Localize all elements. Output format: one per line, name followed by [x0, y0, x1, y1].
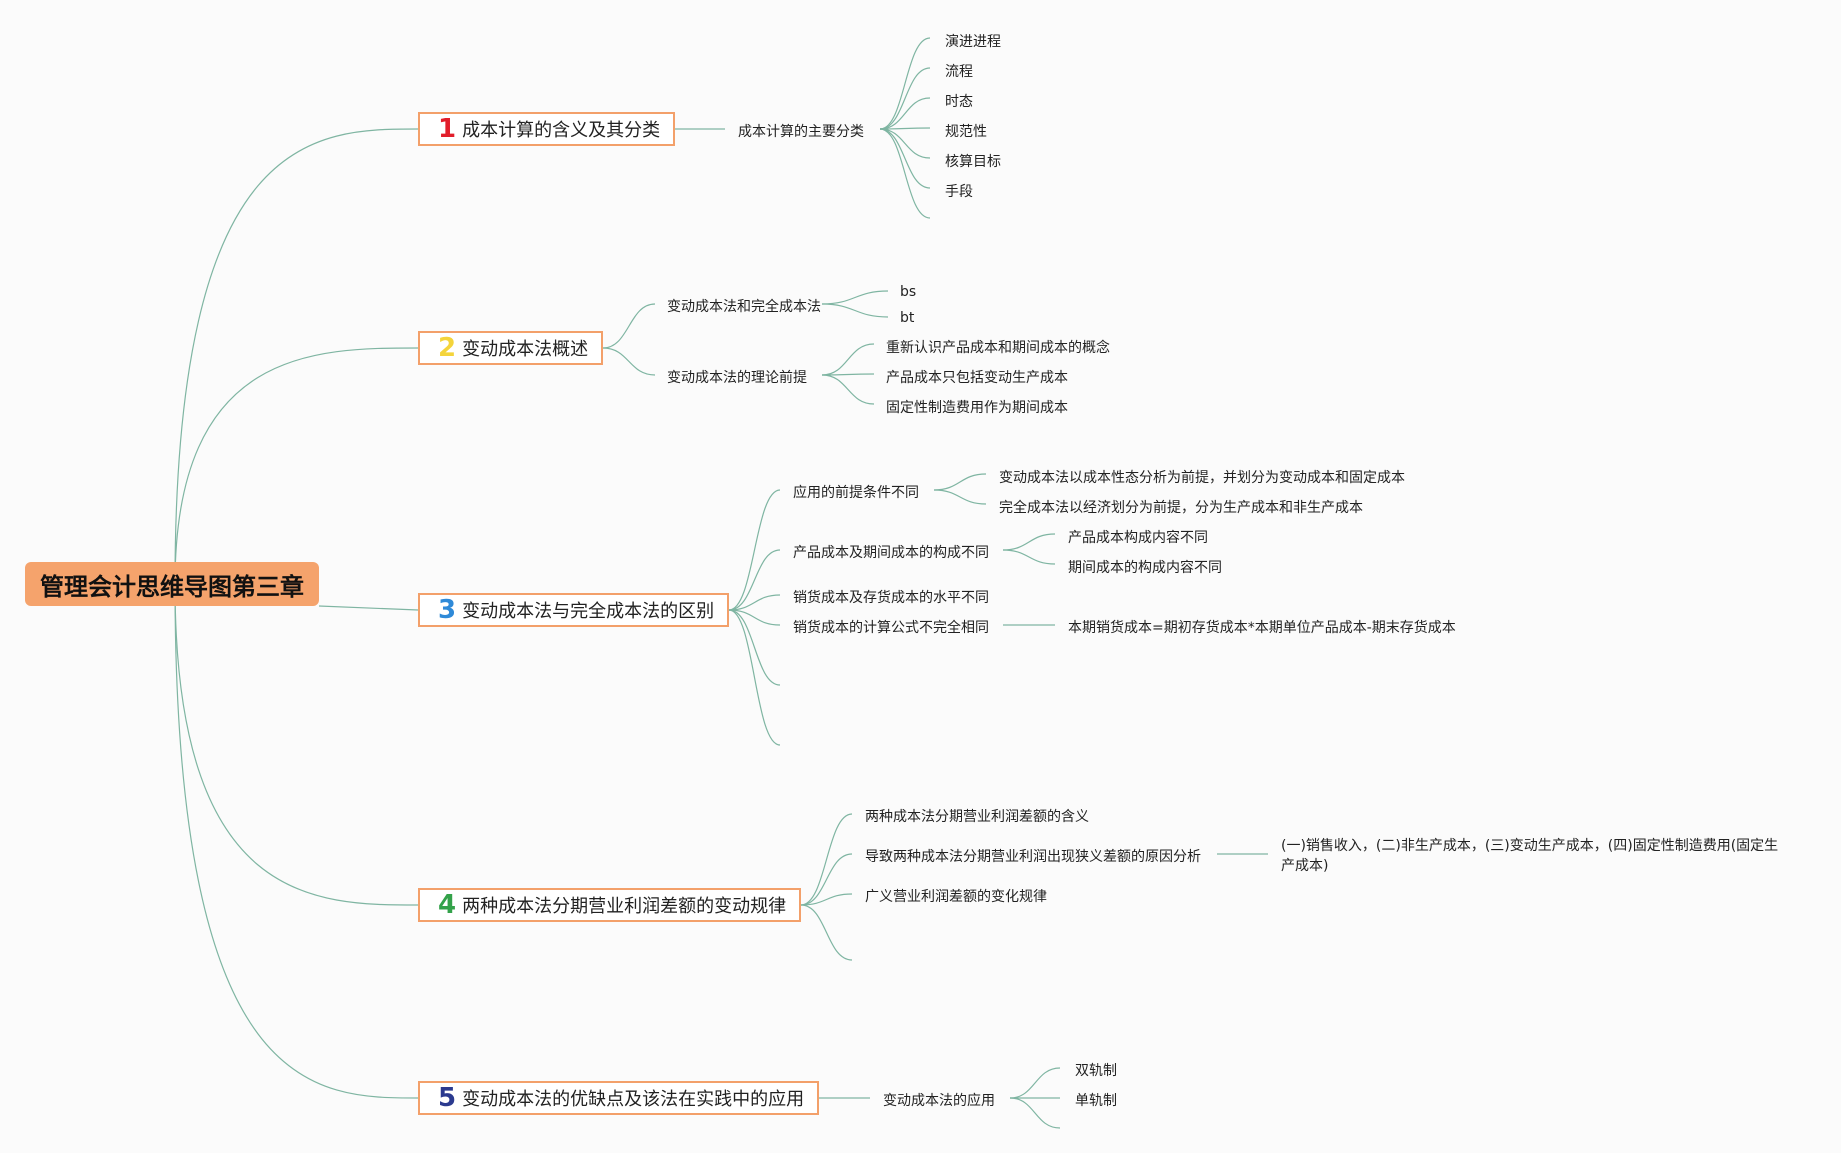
subtopic-profit-difference-meaning[interactable]: 两种成本法分期营业利润差额的含义 — [865, 809, 1089, 825]
link-b1-leaf-1 — [879, 67, 931, 130]
link-b1-leaf-5 — [879, 128, 931, 189]
leaf-reconsider-costs[interactable]: 重新认识产品成本和期间成本的概念 — [886, 340, 1110, 356]
leaf-single-track[interactable]: 单轨制 — [1075, 1093, 1117, 1109]
link-b2-sub1-leaf-2 — [821, 374, 875, 405]
link-b5-leaf-2 — [1009, 1097, 1061, 1129]
subtopic-level-different[interactable]: 销货成本及存货成本的水平不同 — [793, 590, 989, 606]
link-b2-sub1-leaf-0 — [821, 343, 875, 376]
branch-3-title: 变动成本法与完全成本法的区别 — [462, 601, 715, 622]
branch-2-number: 2 — [438, 333, 457, 363]
link-b3-sub-5 — [728, 609, 781, 746]
leaf-normativity[interactable]: 规范性 — [945, 124, 987, 140]
branch-4-title: 两种成本法分期营业利润差额的变动规律 — [462, 896, 787, 917]
subtopic-formula-different[interactable]: 销货成本的计算公式不完全相同 — [793, 620, 989, 636]
subtopic-variable-vs-full[interactable]: 变动成本法和完全成本法 — [667, 299, 821, 315]
link-root-branch-1 — [174, 128, 419, 585]
branch-1-title: 成本计算的含义及其分类 — [462, 120, 661, 141]
link-b4-sub-2 — [800, 893, 853, 906]
link-root-branch-4 — [174, 583, 419, 906]
leaf-evolution[interactable]: 演进进程 — [945, 34, 1001, 50]
link-b3-sub1-leaf-0 — [1002, 533, 1056, 551]
branch-5-title: 变动成本法的优缺点及该法在实践中的应用 — [462, 1089, 805, 1110]
branch-4-number: 4 — [438, 890, 457, 920]
branch-5-topic[interactable]: 5 变动成本法的优缺点及该法在实践中的应用 — [418, 1081, 819, 1115]
link-b1-leaf-2 — [879, 97, 931, 130]
leaf-product-cost-variable[interactable]: 产品成本只包括变动生产成本 — [886, 370, 1068, 386]
leaf-accounting-goal[interactable]: 核算目标 — [945, 154, 1001, 170]
branch-2-topic[interactable]: 2 变动成本法概述 — [418, 331, 603, 365]
link-b3-sub-1 — [728, 549, 781, 611]
branch-5-number: 5 — [438, 1083, 457, 1113]
link-b3-sub-2 — [728, 594, 781, 611]
link-b2-sub0-leaf-1 — [821, 303, 889, 318]
link-b4-sub-0 — [800, 813, 853, 906]
link-b2-sub0-leaf-0 — [821, 290, 889, 305]
subtopic-application[interactable]: 变动成本法的应用 — [883, 1093, 995, 1109]
link-b3-sub-4 — [728, 609, 781, 686]
leaf-cogs-formula[interactable]: 本期销货成本=期初存货成本*本期单位产品成本-期末存货成本 — [1068, 620, 1456, 636]
link-b5-leaf-0 — [1009, 1067, 1061, 1099]
branch-1-topic[interactable]: 1 成本计算的含义及其分类 — [418, 112, 675, 146]
subtopic-composition-different[interactable]: 产品成本及期间成本的构成不同 — [793, 545, 989, 561]
leaf-bs[interactable]: bs — [900, 284, 917, 300]
branch-1-number: 1 — [438, 114, 457, 144]
link-b3-sub0-leaf-1 — [933, 489, 987, 505]
subtopic-broad-difference-pattern[interactable]: 广义营业利润差额的变化规律 — [865, 889, 1047, 905]
leaf-variable-premise[interactable]: 变动成本法以成本性态分析为前提，并划分为变动成本和固定成本 — [999, 470, 1405, 486]
link-root-branch-3 — [318, 605, 419, 611]
leaf-process[interactable]: 流程 — [945, 64, 973, 80]
branch-3-topic[interactable]: 3 变动成本法与完全成本法的区别 — [418, 593, 729, 627]
link-b3-sub-0 — [728, 489, 781, 611]
link-b3-sub1-leaf-1 — [1002, 549, 1056, 565]
leaf-bt[interactable]: bt — [900, 310, 915, 326]
leaf-product-composition[interactable]: 产品成本构成内容不同 — [1068, 530, 1208, 546]
leaf-full-premise[interactable]: 完全成本法以经济划分为前提，分为生产成本和非生产成本 — [999, 500, 1363, 516]
subtopic-theory-premise[interactable]: 变动成本法的理论前提 — [667, 370, 807, 386]
branch-4-topic[interactable]: 4 两种成本法分期营业利润差额的变动规律 — [418, 888, 801, 922]
subtopic-premise-different[interactable]: 应用的前提条件不同 — [793, 485, 919, 501]
leaf-means[interactable]: 手段 — [945, 184, 973, 200]
leaf-cause-list[interactable]: (一)销售收入，(二)非生产成本，(三)变动生产成本，(四)固定性制造费用(固定… — [1281, 838, 1779, 874]
leaf-tense[interactable]: 时态 — [945, 94, 973, 110]
link-root-branch-5 — [174, 583, 419, 1099]
link-b4-sub-3 — [800, 904, 853, 961]
link-b4-sub-1 — [800, 853, 853, 906]
link-b3-sub-3 — [728, 609, 781, 626]
subtopic-cost-classification[interactable]: 成本计算的主要分类 — [738, 124, 864, 140]
link-b2-sub-0 — [602, 303, 656, 349]
leaf-period-composition[interactable]: 期间成本的构成内容不同 — [1068, 560, 1222, 576]
branch-3-number: 3 — [438, 595, 457, 625]
subtopic-narrow-difference-causes[interactable]: 导致两种成本法分期营业利润出现狭义差额的原因分析 — [865, 849, 1201, 865]
leaf-fixed-overhead-period[interactable]: 固定性制造费用作为期间成本 — [886, 400, 1068, 416]
link-b2-sub-1 — [602, 347, 656, 376]
link-b1-leaf-6 — [879, 128, 931, 219]
link-b1-leaf-0 — [879, 37, 931, 130]
link-b1-leaf-4 — [879, 128, 931, 159]
root-topic[interactable]: 管理会计思维导图第三章 — [25, 562, 319, 606]
leaf-dual-track[interactable]: 双轨制 — [1075, 1063, 1117, 1079]
link-b3-sub0-leaf-0 — [933, 473, 987, 491]
branch-2-title: 变动成本法概述 — [462, 339, 589, 360]
link-root-branch-2 — [174, 347, 419, 585]
